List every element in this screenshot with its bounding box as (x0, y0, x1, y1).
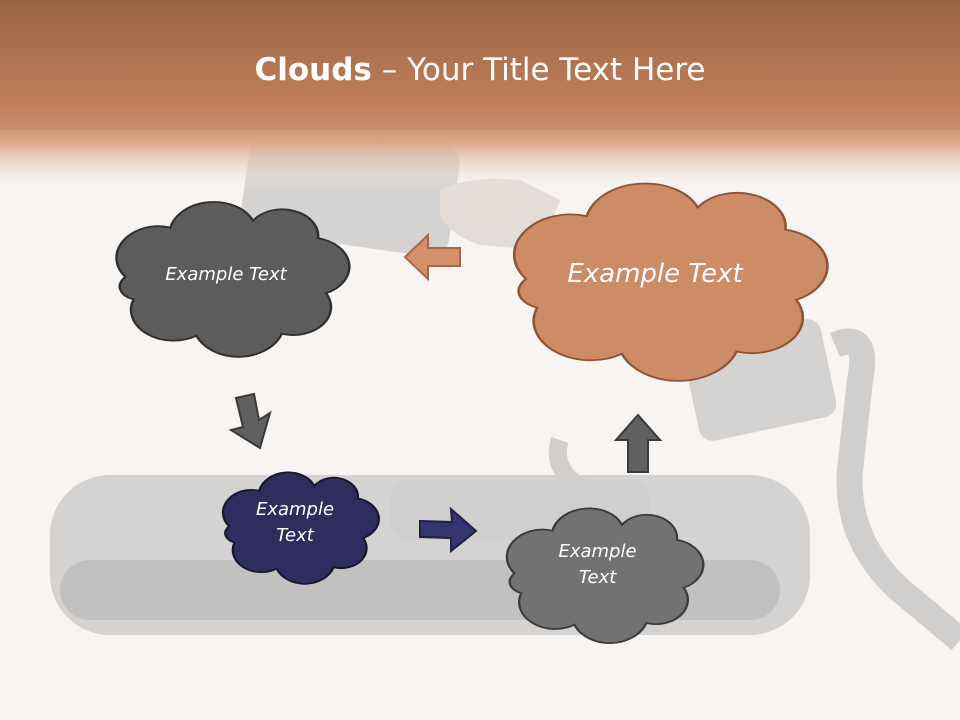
arrow-right (419, 506, 478, 554)
title-bold: Clouds (254, 52, 372, 88)
slide-title: Clouds – Your Title Text Here (0, 52, 960, 88)
cloud-bottom-left-label: Example Text (255, 498, 335, 546)
title-text: Your Title Text Here (407, 52, 706, 88)
title-separator: – (371, 52, 408, 88)
cloud-top-right-label: Example Text (567, 259, 743, 290)
arrow-left (403, 232, 461, 282)
cloud-top-left-label: Example Text (165, 263, 287, 285)
arrow-down (228, 392, 272, 450)
cloud-bottom-right-label: Example Text (558, 540, 637, 588)
arrow-up (613, 413, 663, 473)
